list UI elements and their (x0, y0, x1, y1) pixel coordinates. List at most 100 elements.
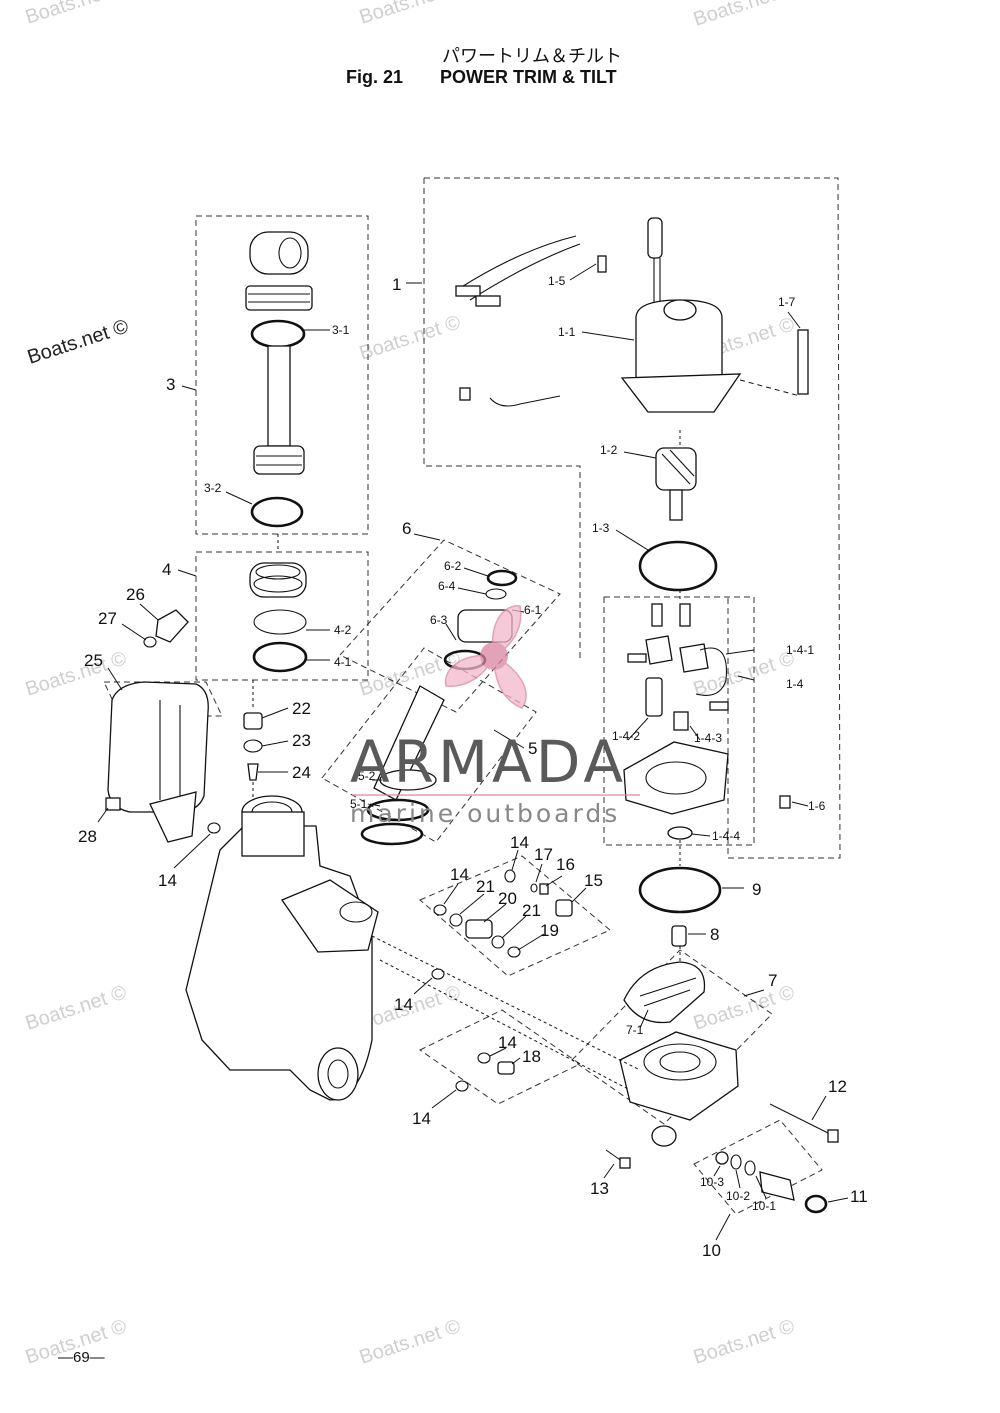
watermark: Boats.net © (357, 1315, 464, 1368)
callout-4-2: 4-2 (334, 623, 352, 637)
title-japanese: パワートリム＆チルト (442, 46, 622, 67)
callout-24: 24 (292, 763, 311, 782)
callout-17: 17 (534, 845, 553, 864)
watermark: Boats.net © (23, 981, 130, 1034)
group-1-outline (424, 177, 841, 859)
o-ring-14 (477, 1052, 491, 1064)
brand-tagline: marine outboards (350, 799, 620, 828)
callout-28: 28 (78, 827, 97, 846)
page-number: —69— (58, 1349, 105, 1366)
callout-6-4: 6-4 (438, 579, 456, 593)
alignment-lines (277, 379, 801, 964)
ring-21 (449, 913, 463, 927)
bolts-and-valve (605, 1103, 839, 1214)
callout-labels: 1 1-1 1-2 1-3 1-4 1-4-1 1-4-2 1-4-3 1-4-… (78, 274, 868, 1260)
manifold-face (281, 879, 379, 953)
spring-16 (539, 883, 549, 895)
brush-plate (679, 643, 709, 673)
bushing-26 (155, 609, 189, 643)
callout-10-1: 10-1 (752, 1199, 776, 1213)
valve-15 (555, 899, 573, 917)
left-side-parts (105, 609, 209, 843)
ball-17 (530, 883, 538, 893)
small-parts-14-21 (207, 822, 641, 1092)
group-3-outline (195, 215, 369, 535)
watermark: Boats.net © (25, 315, 132, 368)
callout-10: 10 (702, 1241, 721, 1260)
pump-assembly (619, 961, 739, 1147)
small-parts-22-24 (243, 680, 263, 800)
bolt-1-7 (797, 329, 809, 395)
callout-14: 14 (158, 871, 177, 890)
callout-1-4-1: 1-4-1 (786, 643, 814, 657)
o-ring-4-2 (253, 609, 307, 635)
mount-bracket (149, 791, 197, 843)
callout-1-4-2: 1-4-2 (612, 729, 640, 743)
o-ring-1-3 (638, 540, 718, 592)
callout-1: 1 (392, 275, 401, 294)
watermark: Boats.net © (357, 311, 464, 364)
ring-27 (143, 636, 157, 648)
callout-5-1: 5-1 (350, 797, 368, 811)
callout-15: 15 (584, 871, 603, 890)
pump-port (651, 1125, 677, 1147)
group-18-outline (419, 1009, 581, 1105)
coupling-8 (671, 925, 687, 947)
callout-23: 23 (292, 731, 311, 750)
plug-22 (243, 712, 263, 730)
o-ring-23 (243, 739, 263, 753)
ring-5-1 (366, 798, 430, 822)
callout-4-1: 4-1 (334, 655, 352, 669)
callout-1-7: 1-7 (778, 295, 796, 309)
plug-18 (497, 1061, 515, 1075)
callout-10-3: 10-3 (700, 1175, 724, 1189)
callout-22: 22 (292, 699, 311, 718)
callout-14: 14 (450, 865, 469, 884)
brush-holder-group (623, 603, 791, 840)
seal-housing (249, 562, 307, 598)
brand-overlay: ARMADA marine outboards (350, 605, 640, 828)
group-15-outline (419, 855, 611, 977)
group-1-outline-left (423, 178, 581, 660)
bolt-12 (769, 1103, 835, 1137)
valve-20 (465, 919, 493, 939)
watermark: Boats.net © (691, 981, 798, 1034)
callout-7-1: 7-1 (626, 1023, 644, 1037)
callout-3-2: 3-2 (204, 481, 222, 495)
ring-21 (491, 935, 505, 949)
callout-14: 14 (510, 833, 529, 852)
part-10-3 (715, 1151, 729, 1165)
part-10-2 (730, 1154, 742, 1170)
ring-11 (804, 1194, 828, 1214)
callout-6-2: 6-2 (444, 559, 462, 573)
ground-terminal (459, 387, 471, 401)
gear-plate-7-1 (623, 961, 706, 1024)
callout-8: 8 (710, 925, 719, 944)
brand-name: ARMADA (350, 728, 627, 796)
callout-5: 5 (528, 739, 537, 758)
callout-5-2: 5-2 (358, 769, 376, 783)
ground-wire (489, 395, 561, 407)
connector-plug (647, 217, 663, 259)
callout-6-1: 6-1 (524, 603, 542, 617)
callout-1-5: 1-5 (548, 274, 566, 288)
o-ring-3-1 (250, 319, 306, 349)
cylinder-eye-bore (278, 237, 302, 269)
ring-6-4 (485, 588, 507, 600)
watermark: Boats.net © (691, 1315, 798, 1368)
callout-20: 20 (498, 889, 517, 908)
housing-neck (241, 811, 305, 857)
screw-1-6 (779, 795, 791, 809)
callout-1-4-3: 1-4-3 (694, 731, 722, 745)
screw (651, 603, 663, 627)
o-ring-3-2 (250, 496, 304, 528)
callout-13: 13 (590, 1179, 609, 1198)
cylinder-cap (245, 285, 313, 311)
callout-4: 4 (162, 560, 171, 579)
brush-lead-1-4-1 (695, 647, 728, 696)
watermark: Boats.net © (23, 0, 130, 29)
callout-14: 14 (412, 1109, 431, 1128)
callout-1-4-4: 1-4-4 (712, 829, 740, 843)
callout-10-2: 10-2 (726, 1189, 750, 1203)
